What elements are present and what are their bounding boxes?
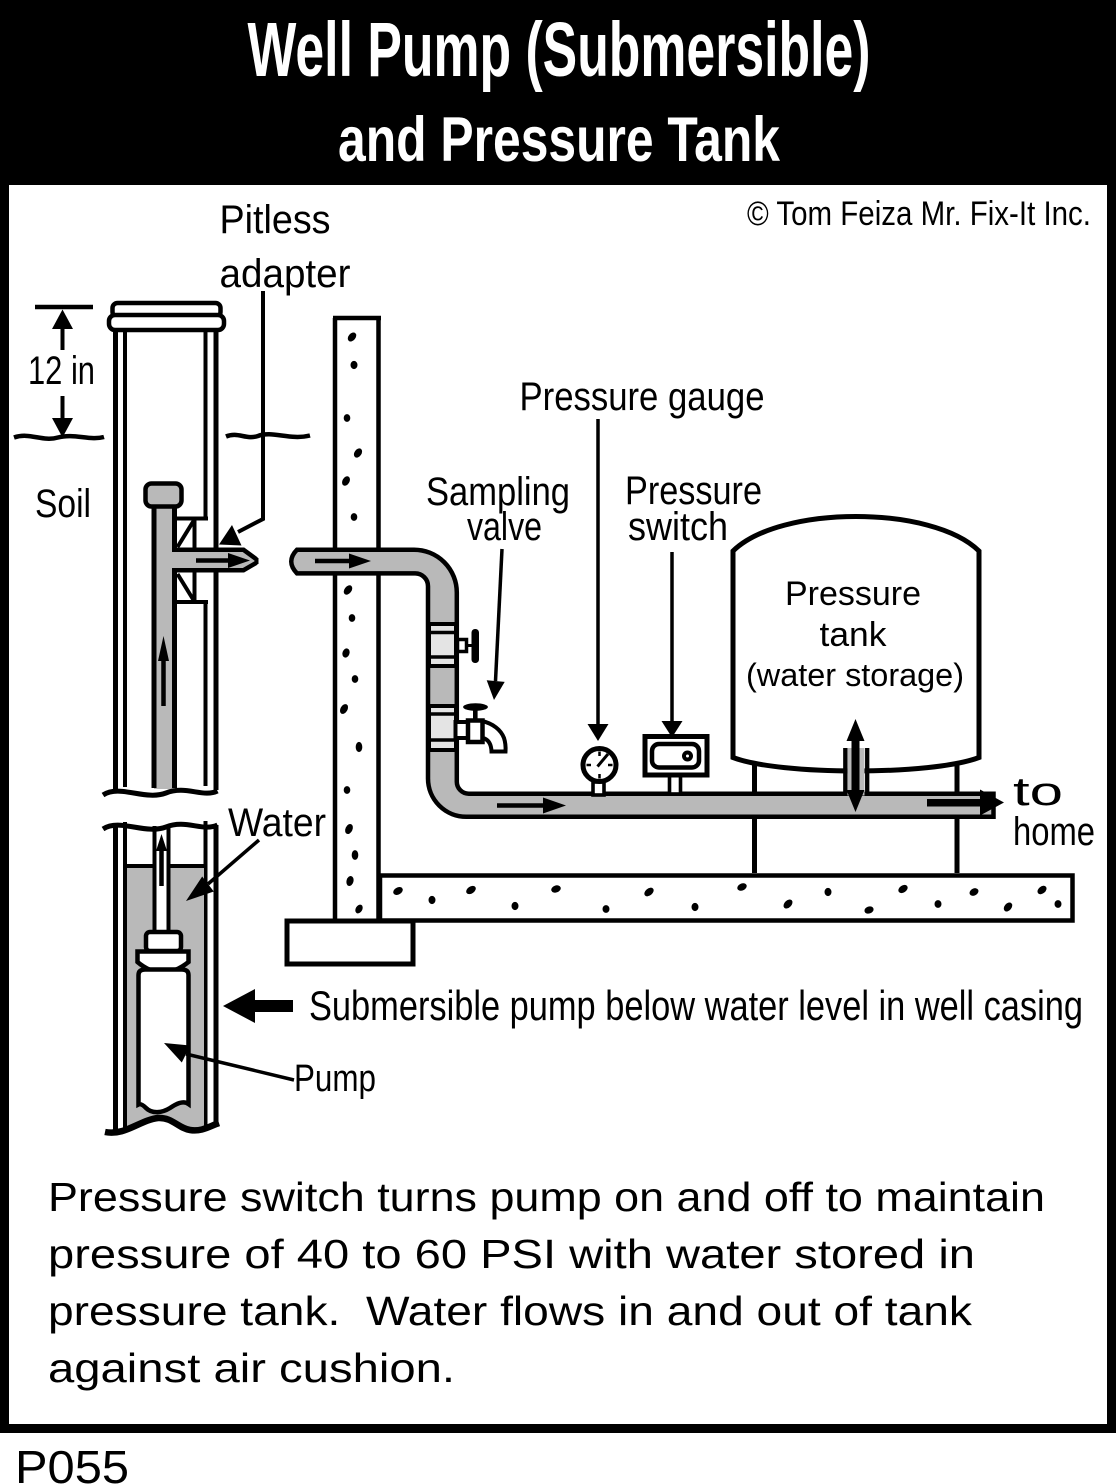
svg-text:Pressure: Pressure — [625, 469, 762, 513]
svg-text:Pressure gauge: Pressure gauge — [520, 375, 765, 419]
svg-text:Pressure: Pressure — [785, 575, 921, 613]
svg-text:Water: Water — [228, 801, 326, 845]
svg-text:Soil: Soil — [35, 482, 91, 526]
svg-text:tank: tank — [820, 616, 888, 654]
svg-text:Pump: Pump — [294, 1058, 376, 1100]
svg-text:pressure tank. Water flows in: pressure tank. Water flows in and out of… — [48, 1288, 973, 1334]
svg-text:Well Pump (Submersible): Well Pump (Submersible) — [248, 7, 871, 93]
svg-text:home: home — [1013, 810, 1095, 854]
svg-text:valve: valve — [467, 505, 542, 549]
svg-text:(water storage): (water storage) — [746, 657, 964, 693]
svg-text:Pressure switch turns pump on: Pressure switch turns pump on and off to… — [48, 1174, 1045, 1220]
svg-text:12 in: 12 in — [28, 349, 95, 393]
svg-text:Submersible pump below water l: Submersible pump below water level in we… — [309, 982, 1083, 1029]
svg-text:Pitless: Pitless — [220, 198, 331, 242]
svg-text:to: to — [1013, 770, 1063, 814]
svg-text:switch: switch — [628, 505, 728, 549]
svg-text:Sampling: Sampling — [426, 470, 570, 514]
svg-text:against air cushion.: against air cushion. — [48, 1345, 455, 1391]
svg-text:P055: P055 — [15, 1441, 129, 1484]
svg-text:pressure of 40 to 60 PSI with: pressure of 40 to 60 PSI with water stor… — [48, 1231, 975, 1277]
svg-text:adapter: adapter — [220, 252, 351, 296]
svg-text:© Tom Feiza Mr. Fix-It Inc.: © Tom Feiza Mr. Fix-It Inc. — [747, 195, 1091, 233]
svg-text:and Pressure Tank: and Pressure Tank — [338, 105, 781, 175]
